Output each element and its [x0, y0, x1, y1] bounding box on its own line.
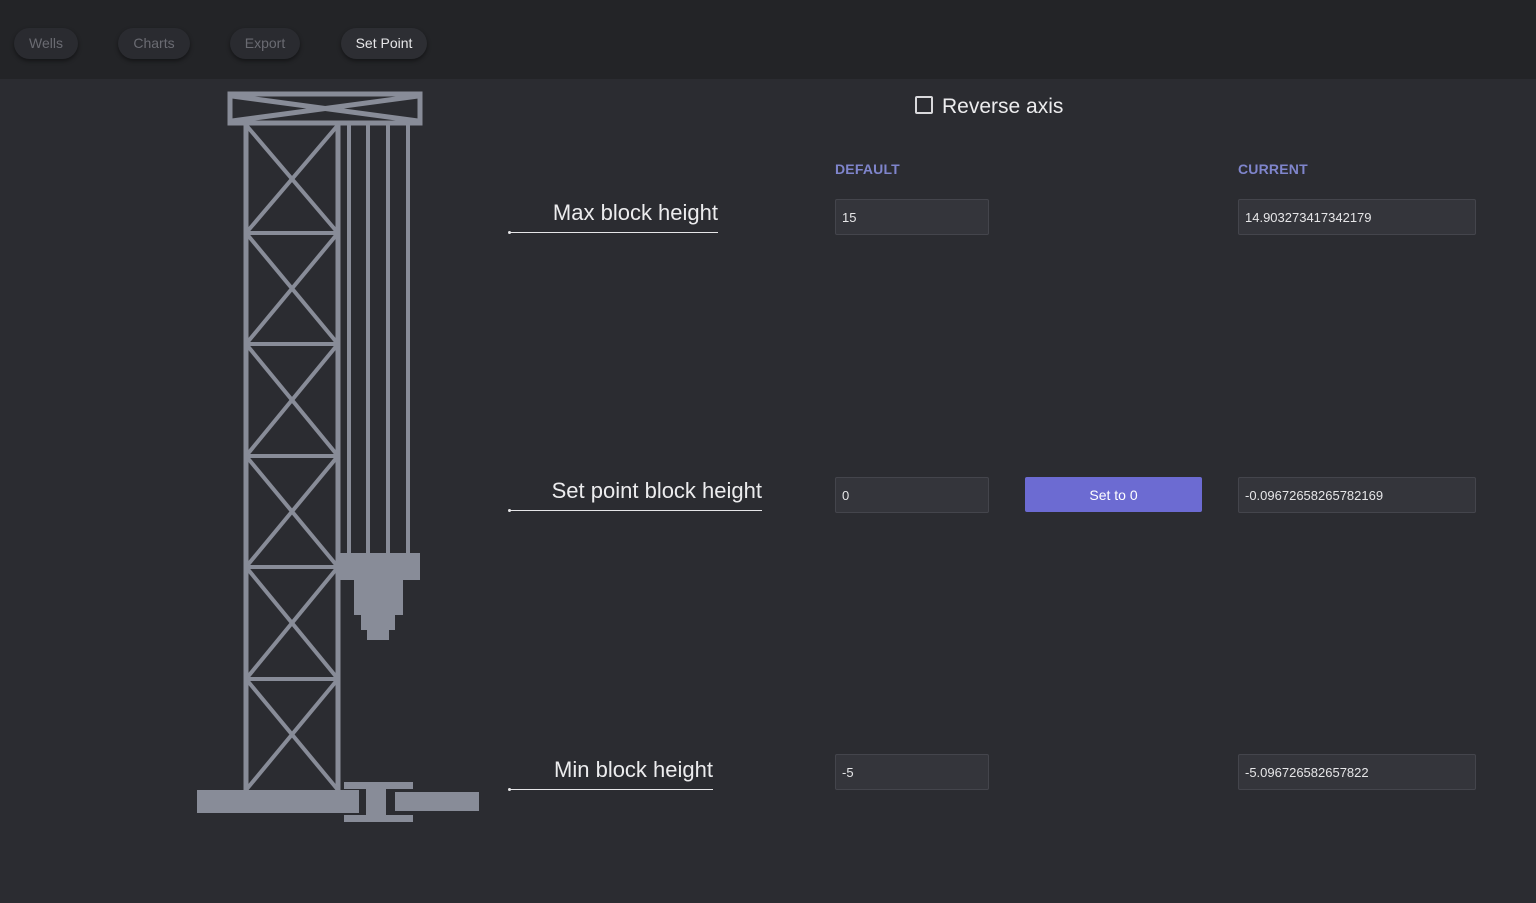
max-current-input[interactable] [1238, 199, 1476, 235]
tab-wells[interactable]: Wells [14, 28, 78, 59]
top-navigation-bar: Wells Charts Export Set Point [0, 0, 1536, 79]
rig-base [197, 782, 479, 822]
set-point-default-input[interactable] [835, 477, 989, 513]
max-default-input[interactable] [835, 199, 989, 235]
min-block-height-label: Min block height [508, 757, 713, 791]
reverse-axis-checkbox[interactable] [915, 96, 933, 114]
drilling-lines [347, 123, 410, 555]
current-column-header: CURRENT [1238, 161, 1308, 177]
set-point-block-height-label: Set point block height [508, 478, 762, 512]
drilling-rig-illustration [197, 91, 479, 822]
tab-set-point[interactable]: Set Point [341, 28, 427, 59]
set-point-current-input[interactable] [1238, 477, 1476, 513]
reverse-axis-toggle[interactable]: Reverse axis [915, 95, 1063, 119]
tab-charts[interactable]: Charts [118, 28, 190, 59]
traveling-block [336, 553, 420, 640]
min-default-input[interactable] [835, 754, 989, 790]
tab-export[interactable]: Export [230, 28, 300, 59]
mast-lattice [244, 123, 340, 792]
default-column-header: DEFAULT [835, 161, 900, 177]
max-block-height-label: Max block height [508, 200, 718, 234]
set-to-zero-button[interactable]: Set to 0 [1025, 477, 1202, 512]
min-current-input[interactable] [1238, 754, 1476, 790]
reverse-axis-label: Reverse axis [942, 95, 1064, 118]
